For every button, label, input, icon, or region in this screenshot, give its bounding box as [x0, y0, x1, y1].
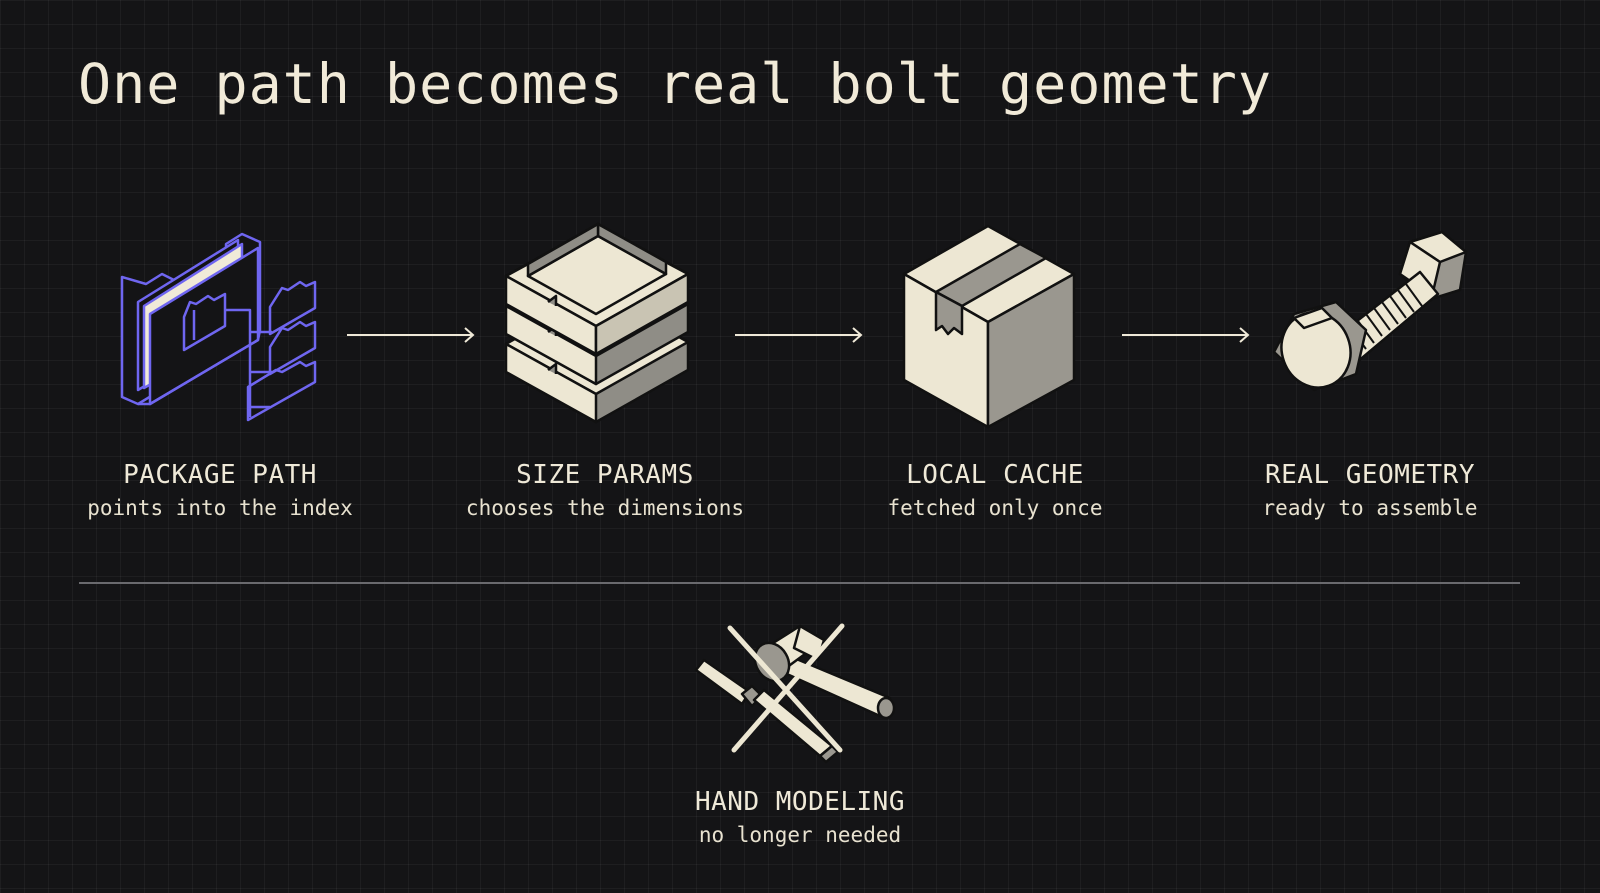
arrow-right-icon	[347, 327, 475, 343]
divider	[79, 582, 1520, 584]
folder-tree-icon	[110, 222, 330, 437]
page-title: One path becomes real bolt geometry	[78, 52, 1272, 116]
step-size-params: SIZE PARAMS chooses the dimensions	[425, 458, 785, 524]
bolt-icon	[1270, 222, 1490, 437]
crossed-out-hand-modeling: HAND MODELING no longer needed	[620, 785, 980, 851]
step-label: LOCAL CACHE	[906, 460, 1084, 490]
step-label: SIZE PARAMS	[516, 460, 694, 490]
step-real-geometry: REAL GEOMETRY ready to assemble	[1190, 458, 1550, 524]
step-label: PACKAGE PATH	[123, 460, 317, 490]
step-sublabel: chooses the dimensions	[465, 496, 745, 520]
step-package-path: PACKAGE PATH points into the index	[40, 458, 400, 524]
stacked-trays-icon	[498, 222, 718, 437]
box-icon	[888, 222, 1108, 437]
arrow-right-icon	[735, 327, 863, 343]
crossed-out-label: HAND MODELING	[695, 787, 905, 817]
step-local-cache: LOCAL CACHE fetched only once	[815, 458, 1175, 524]
arrow-right-icon	[1122, 327, 1250, 343]
crossed-tools-icon	[690, 620, 910, 765]
step-sublabel: ready to assemble	[1262, 496, 1478, 520]
step-sublabel: fetched only once	[887, 496, 1103, 520]
step-sublabel: points into the index	[87, 496, 353, 520]
step-label: REAL GEOMETRY	[1265, 460, 1475, 490]
crossed-out-sublabel: no longer needed	[698, 823, 902, 847]
